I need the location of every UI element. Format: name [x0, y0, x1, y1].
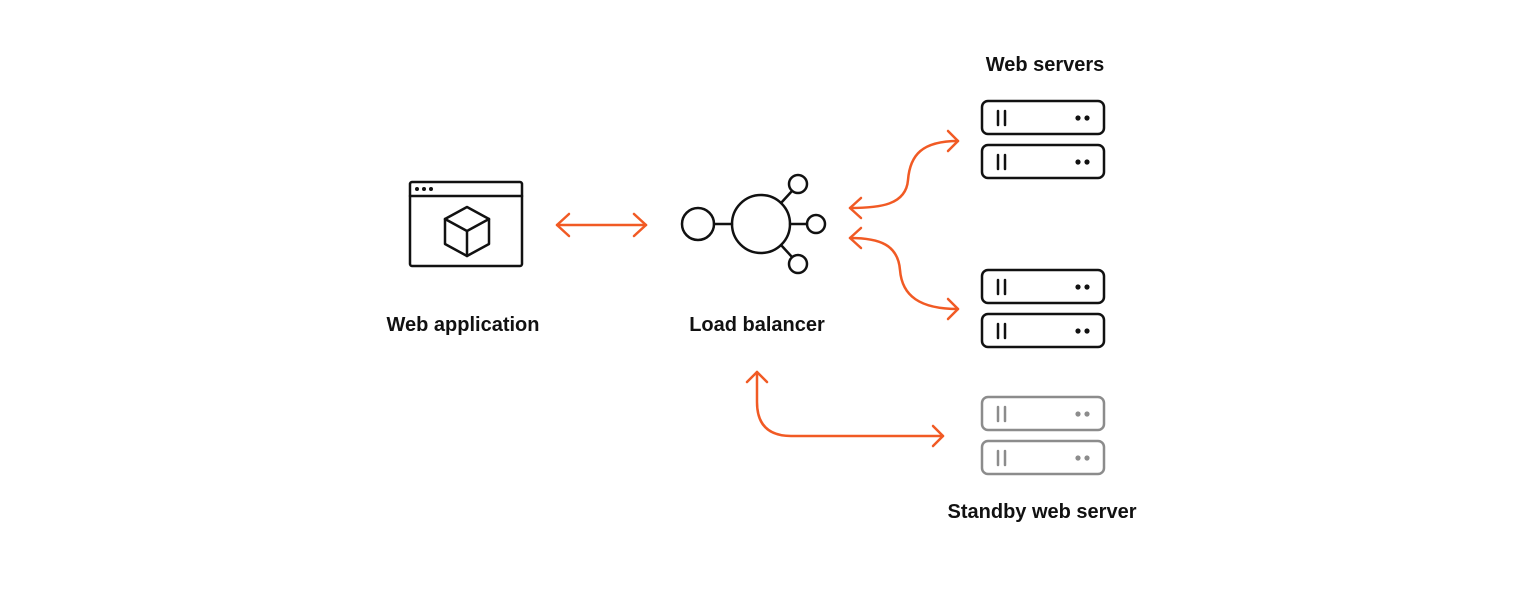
server-rack-icon	[980, 312, 1106, 349]
load-balancer-label: Load balancer	[689, 314, 825, 336]
standby-server-group	[980, 395, 1106, 476]
server-rack-icon	[980, 395, 1106, 432]
web-application-label: Web application	[386, 314, 540, 336]
arrow-loadbalancer-to-server-group-1	[848, 129, 960, 220]
web-application-icon	[408, 180, 524, 268]
web-server-group-1	[980, 99, 1106, 180]
arrow-loadbalancer-to-standby-server	[745, 370, 945, 448]
server-rack-icon	[980, 268, 1106, 305]
web-server-group-2	[980, 268, 1106, 349]
server-rack-icon	[980, 439, 1106, 476]
load-balancer-icon	[680, 173, 827, 275]
arrow-loadbalancer-to-server-group-2	[848, 226, 960, 321]
arrow-webapp-to-loadbalancer	[555, 212, 648, 238]
server-rack-icon	[980, 99, 1106, 136]
standby-web-server-label: Standby web server	[947, 501, 1137, 523]
web-servers-label: Web servers	[985, 54, 1105, 76]
server-rack-icon	[980, 143, 1106, 180]
